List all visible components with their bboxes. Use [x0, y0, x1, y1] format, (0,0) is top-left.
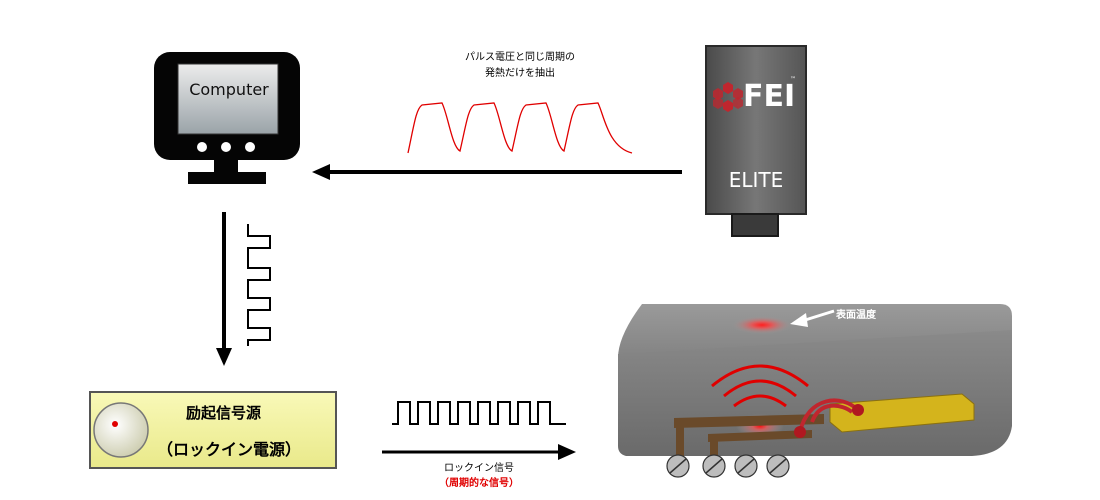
- excitation-source-subtitle: （ロックイン電源）: [157, 440, 302, 459]
- surface-temperature-label: 表面温度: [836, 310, 876, 321]
- ir-camera: [705, 45, 807, 237]
- fei-logo-icon: [713, 82, 743, 112]
- extraction-caption-line2: 発熱だけを抽出: [485, 68, 555, 79]
- computer-label: Computer: [189, 80, 269, 99]
- lockin-signal-label: ロックイン信号: [444, 463, 514, 474]
- vertical-square-wave: [247, 224, 271, 346]
- camera-trademark: ™: [790, 76, 796, 83]
- excitation-source-box: [89, 391, 337, 469]
- heat-response-waveform: [407, 102, 633, 154]
- lockin-square-wave: [392, 401, 566, 425]
- lockin-signal-sublabel: （周期的な信号）: [439, 478, 519, 489]
- sample-device: [618, 304, 1012, 478]
- excitation-source-title: 励起信号源: [186, 404, 262, 422]
- camera-brand: FEI: [743, 79, 796, 114]
- camera-model: ELITE: [728, 168, 784, 192]
- extraction-caption-line1: パルス電圧と同じ周期の: [465, 52, 575, 63]
- source-to-sample-arrow: [382, 444, 576, 460]
- extraction-caption: パルス電圧と同じ周期の 発熱だけを抽出: [430, 50, 610, 82]
- camera-to-computer-arrow: [312, 164, 682, 180]
- computer-icon: [154, 52, 300, 184]
- computer-to-source-arrow: [216, 212, 232, 366]
